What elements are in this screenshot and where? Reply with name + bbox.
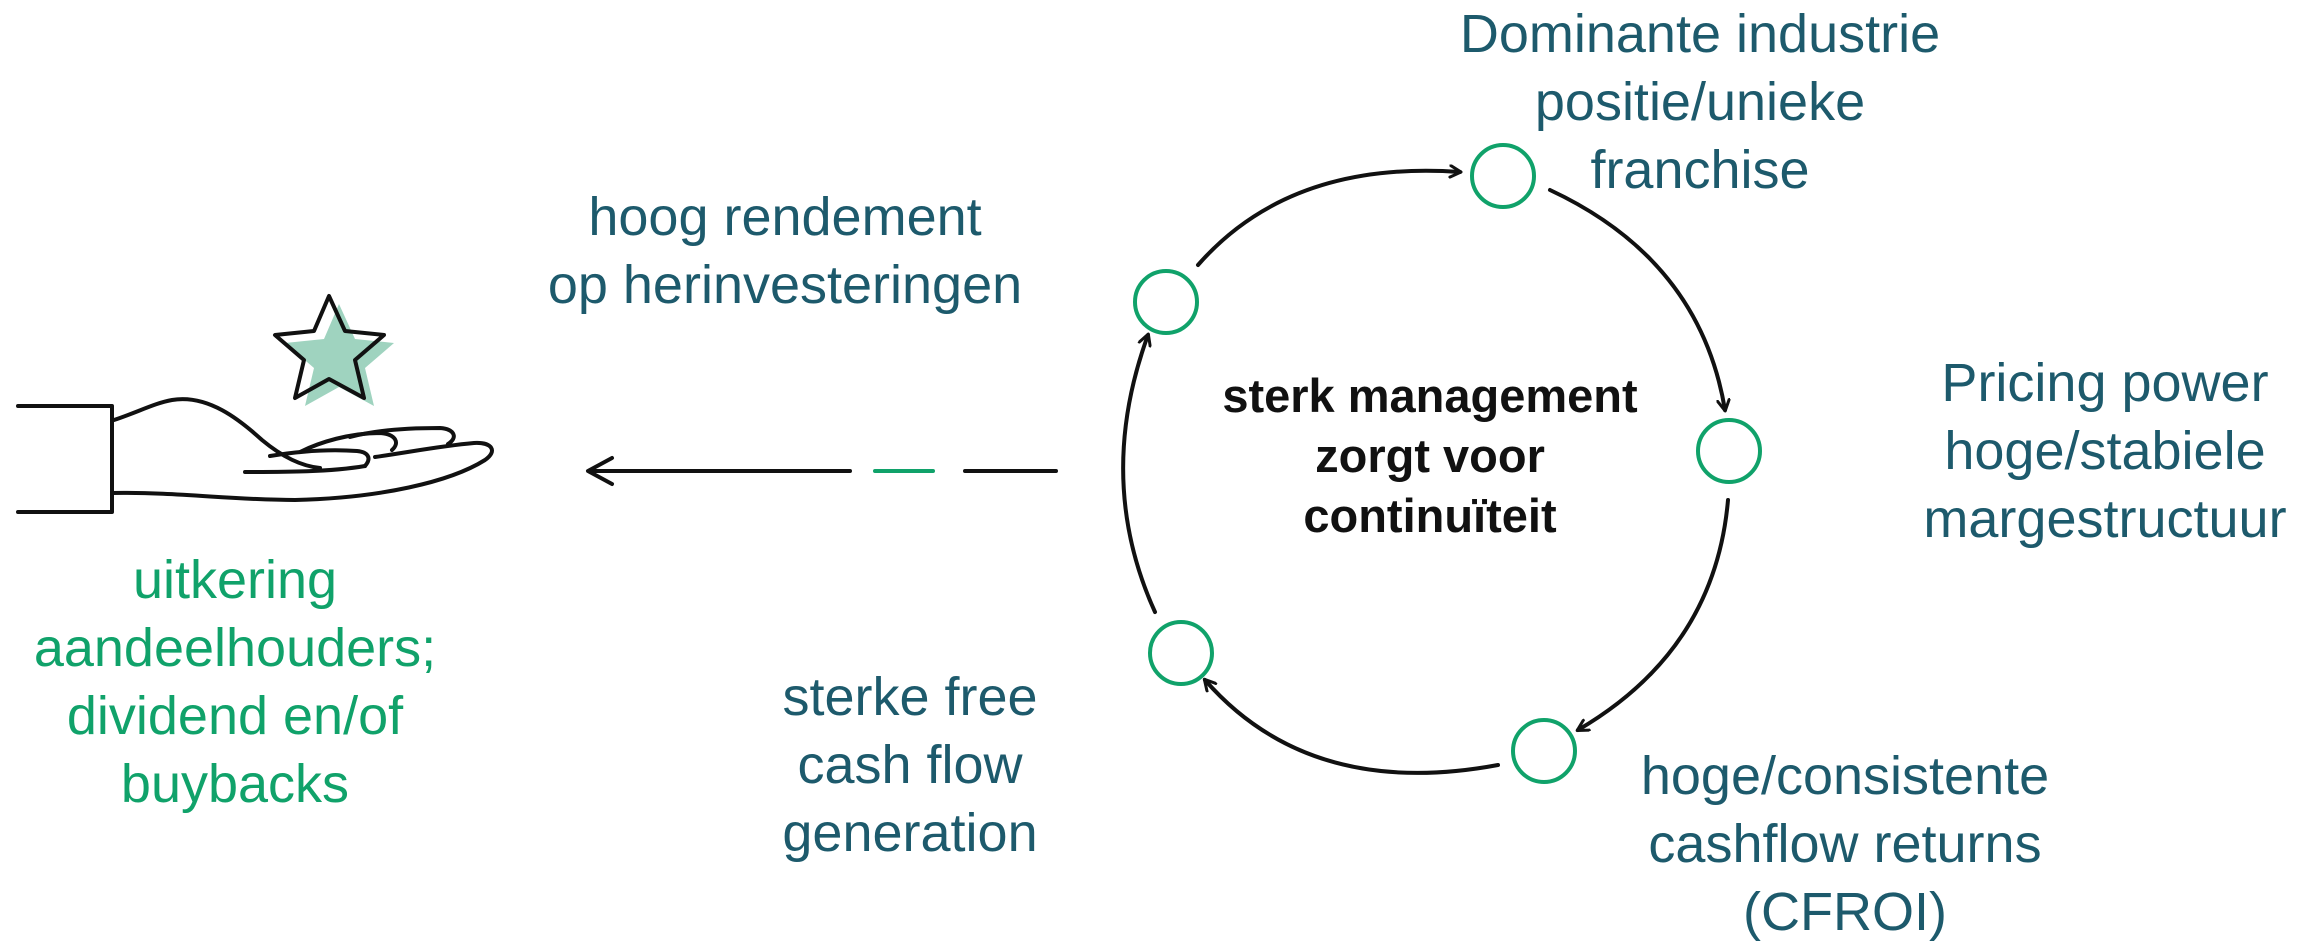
center-text-line-3: continuïteit (1303, 489, 1557, 542)
hand-icon (16, 397, 494, 514)
arrow-left-icon (586, 456, 1058, 486)
arc-right-to-bottomright (1578, 498, 1730, 730)
label-payout: uitkering aandeelhouders; dividend en/of… (0, 546, 470, 818)
cycle-arrows (1121, 171, 1730, 775)
label-right-line-1: Pricing power (1941, 353, 2269, 413)
label-bottom-left-line-3: generation (782, 803, 1038, 863)
label-top-line-2: positie/unieke (1534, 72, 1866, 132)
label-payout-line-1: uitkering (132, 550, 338, 610)
cycle-nodes (1133, 143, 1762, 784)
label-top-left-line-2: op herinvesteringen (547, 255, 1023, 315)
label-bottom-right-line-3: (CFROI) (1743, 882, 1947, 942)
label-right: Pricing power hoge/stabiele margestructu… (1900, 349, 2310, 553)
label-payout-line-4: buybacks (120, 754, 350, 814)
label-top-left-line-1: hoog rendement (588, 187, 982, 247)
label-right-line-3: margestructuur (1923, 489, 2287, 549)
arc-bottomleft-to-topleft (1121, 335, 1157, 614)
label-bottom-right-line-2: cashflow returns (1648, 814, 2042, 874)
label-top-line-1: Dominante industrie (1459, 4, 1941, 64)
cycle-center-text: sterk management zorgt voor continuïteit (1160, 366, 1700, 546)
arc-bottomright-to-bottomleft (1205, 680, 1500, 775)
arc-top-to-right (1548, 188, 1725, 410)
center-text-line-2: zorgt voor (1315, 429, 1545, 482)
node-top-left (1133, 269, 1199, 335)
label-top-left: hoog rendement op herinvesteringen (510, 183, 1060, 319)
center-text-line-1: sterk management (1222, 369, 1638, 422)
label-bottom-right-line-1: hoge/consistente (1640, 746, 2050, 806)
node-bottom-right (1511, 718, 1577, 784)
label-bottom-left-line-1: sterke free (782, 667, 1038, 727)
label-top-line-3: franchise (1590, 140, 1810, 200)
arc-topleft-to-top (1196, 171, 1460, 267)
label-bottom-left: sterke free cash flow generation (730, 663, 1090, 867)
label-bottom-left-line-2: cash flow (797, 735, 1023, 795)
label-top: Dominante industrie positie/unieke franc… (1450, 0, 1950, 204)
label-payout-line-3: dividend en/of (66, 686, 404, 746)
node-bottom-left (1148, 620, 1214, 686)
node-top (1470, 143, 1536, 209)
node-right (1696, 418, 1762, 484)
label-payout-line-2: aandeelhouders; (33, 618, 437, 678)
star-icon (273, 294, 394, 406)
label-right-line-2: hoge/stabiele (1944, 421, 2266, 481)
label-bottom-right: hoge/consistente cashflow returns (CFROI… (1610, 742, 2080, 946)
